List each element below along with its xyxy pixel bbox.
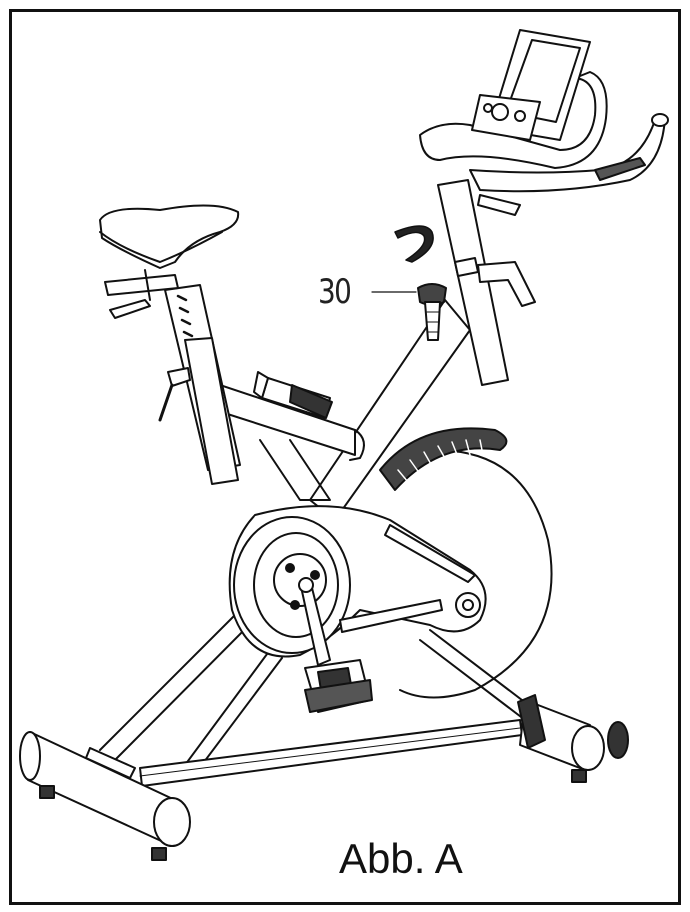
saddle-icon	[100, 205, 238, 318]
flywheel-icon	[380, 428, 552, 697]
rear-stabilizer	[20, 732, 190, 860]
clip-icon	[395, 226, 433, 262]
console-icon	[472, 30, 590, 140]
adjustment-knob-icon	[418, 284, 446, 340]
front-stabilizer	[518, 695, 628, 782]
chain-guard	[230, 506, 486, 656]
part-number-label: 30	[318, 272, 352, 312]
water-bottle-icon	[254, 372, 332, 418]
seat-post	[160, 285, 240, 484]
figure-caption: Abb. A	[339, 835, 463, 882]
handlebars	[420, 72, 668, 215]
handlebar-stem	[438, 180, 535, 385]
pedal-icon	[299, 578, 372, 712]
